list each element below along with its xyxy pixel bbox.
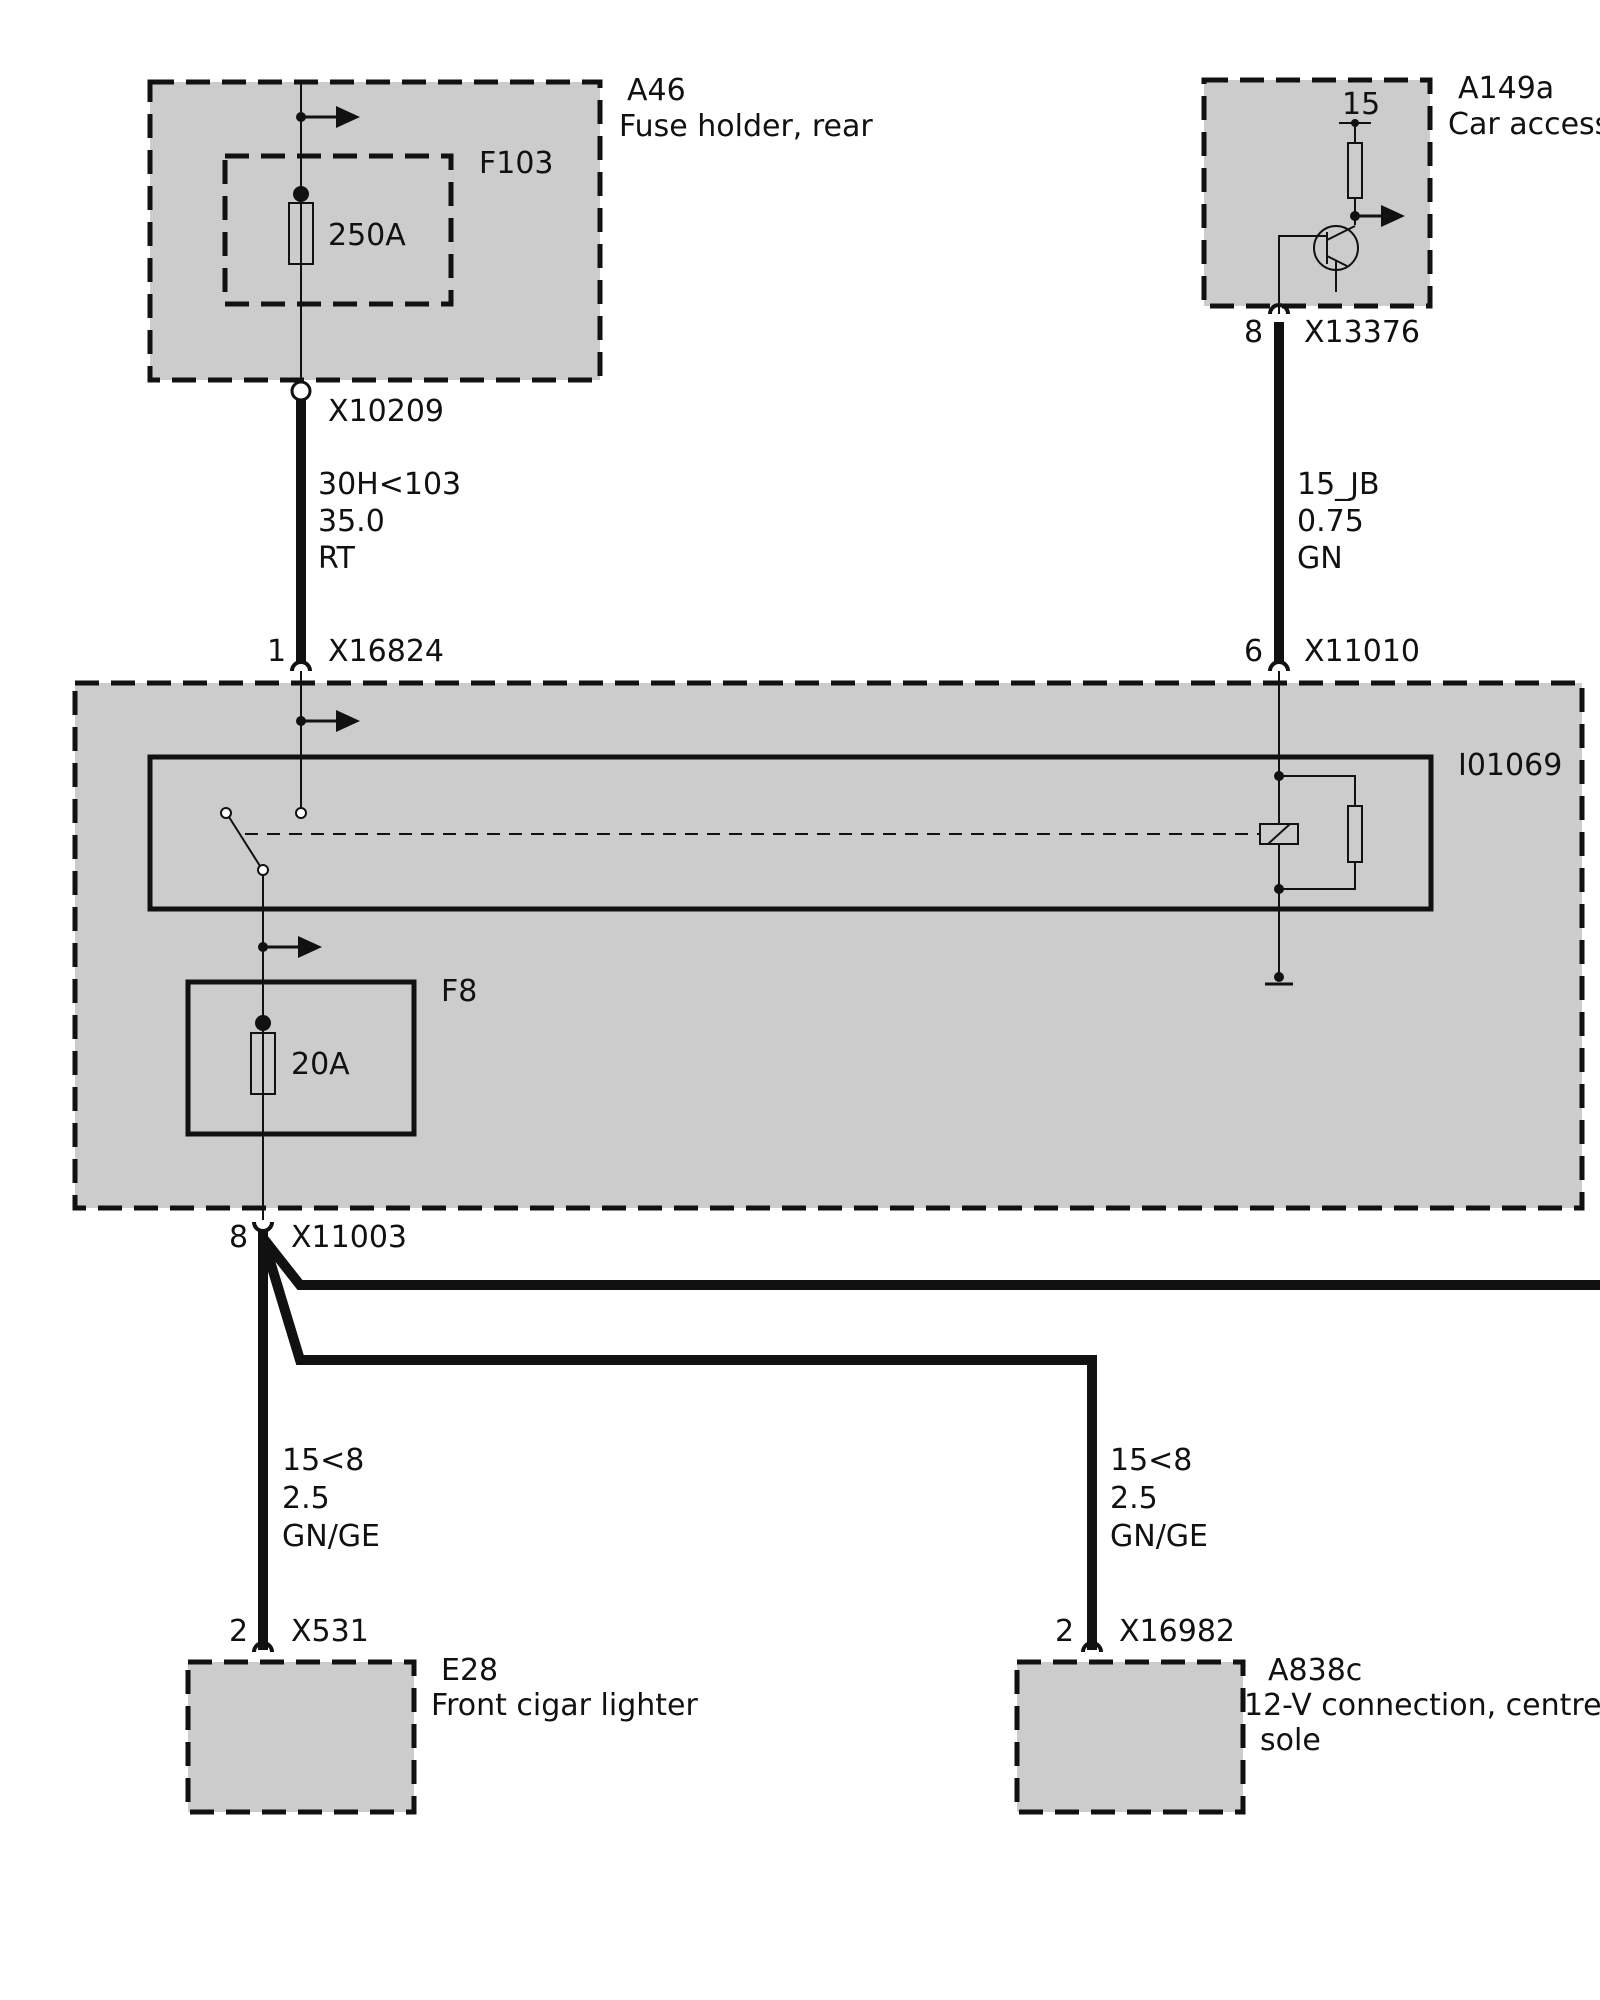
wire-a838c: 15<8 2.5 GN/GE (1110, 1443, 1208, 1554)
wire-15jb-signal: 15_JB (1297, 467, 1380, 502)
e28-id: E28 (441, 1653, 498, 1688)
a149a-terminal: 15 (1342, 87, 1380, 122)
x16982-pin: 2 (1055, 1614, 1074, 1649)
f8-node (255, 1015, 271, 1031)
x10209-connector-icon (290, 380, 312, 402)
a149a-id: A149a (1458, 71, 1554, 106)
a149a-name: Car access (1448, 107, 1600, 142)
transistor-icon (1278, 225, 1359, 314)
f8-rating: 20A (291, 1047, 350, 1082)
junction-box: I01069 F8 20A (72, 660, 1585, 1233)
x11003-pin: 8 (229, 1220, 248, 1255)
a838c-name-line2: sole (1260, 1723, 1321, 1758)
a838c-id: A838c (1268, 1653, 1362, 1688)
component-a838c: 2 X16982 A838c 12-V connection, centre s… (1014, 1614, 1600, 1815)
wire-e28-signal: 15<8 (282, 1443, 364, 1478)
wire-e28-size: 2.5 (282, 1481, 330, 1516)
wire-15jb: 15_JB 0.75 GN (1274, 322, 1380, 662)
a838c-name-line1: 12-V connection, centre (1244, 1688, 1600, 1723)
f103-housing (222, 153, 454, 307)
relay-coil-icon (1259, 671, 1363, 975)
component-a46: A46 Fuse holder, rear F103 250A X10209 (147, 73, 873, 429)
fuse-icon (288, 202, 314, 265)
x16824-id: X16824 (328, 634, 444, 669)
x16824-connector-icon (290, 660, 312, 672)
branch-arrow-icon (263, 936, 322, 958)
component-e28: 2 X531 E28 Front cigar lighter (185, 1614, 698, 1815)
wire-a838c-signal: 15<8 (1110, 1443, 1192, 1478)
ground-icon (1265, 972, 1293, 986)
x11003-id: X11003 (291, 1220, 407, 1255)
fuse-icon (250, 1032, 276, 1095)
relay-switch-icon (220, 807, 307, 876)
x13376-id: X13376 (1304, 315, 1420, 350)
wire-a838c-size: 2.5 (1110, 1481, 1158, 1516)
a149a-housing (1201, 77, 1433, 309)
wire-e28-color: GN/GE (282, 1519, 380, 1554)
wire-15jb-color: GN (1297, 541, 1343, 576)
wire-continuation-right (259, 1234, 1600, 1290)
x11010-pin: 6 (1244, 634, 1263, 669)
a46-id: A46 (627, 73, 686, 108)
a838c-housing (1014, 1659, 1246, 1815)
f8-housing (185, 979, 417, 1137)
f103-node (293, 186, 309, 202)
f8-id: F8 (441, 974, 477, 1009)
f103-id: F103 (479, 146, 554, 181)
branch-arrow-icon (1355, 205, 1405, 227)
x11003-connector-icon (252, 1221, 274, 1233)
f103-rating: 250A (328, 218, 406, 253)
wire-30h-signal: 30H<103 (318, 467, 461, 502)
branch-arrow-icon (301, 710, 360, 732)
x11010-connector-icon (1268, 660, 1290, 672)
wire-a838c-line (258, 1236, 1097, 1638)
x13376-connector-icon (1268, 303, 1290, 315)
x16982-id: X16982 (1119, 1614, 1235, 1649)
e28-name: Front cigar lighter (431, 1688, 698, 1723)
wire-e28: 15<8 2.5 GN/GE (282, 1443, 380, 1554)
x10209-id: X10209 (328, 394, 444, 429)
x531-id: X531 (291, 1614, 369, 1649)
wire-30h-color: RT (318, 541, 356, 576)
wire-a838c-color: GN/GE (1110, 1519, 1208, 1554)
a46-name: Fuse holder, rear (619, 109, 873, 144)
component-a149a: 15 A149a Car access 8 X13376 (1201, 71, 1600, 350)
wire-30h: 30H<103 35.0 RT (296, 400, 461, 662)
wire-30h-size: 35.0 (318, 504, 385, 539)
x16824-pin: 1 (267, 634, 286, 669)
branch-arrow-icon (301, 106, 360, 128)
relay-i01069-housing (147, 754, 1434, 912)
x531-pin: 2 (229, 1614, 248, 1649)
a46-housing (147, 79, 603, 383)
output-wires (258, 1230, 1600, 1638)
i01069-id: I01069 (1458, 748, 1562, 783)
wire-15jb-size: 0.75 (1297, 504, 1364, 539)
e28-housing (185, 1659, 417, 1815)
x13376-pin: 8 (1244, 315, 1263, 350)
junction-box-housing (72, 680, 1585, 1211)
x11010-id: X11010 (1304, 634, 1420, 669)
